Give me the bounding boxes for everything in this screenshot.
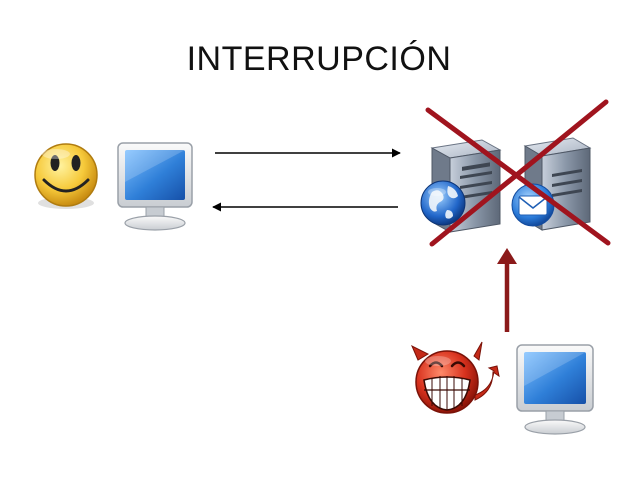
smiley-face-icon <box>34 143 98 209</box>
slide-title: INTERRUPCIÓN <box>186 40 452 78</box>
globe-icon <box>420 180 466 226</box>
attacker-monitor-icon <box>516 344 594 435</box>
red-x-icon <box>425 99 611 247</box>
user-monitor-icon <box>117 142 193 231</box>
attack-arrow <box>497 248 517 332</box>
devil-face-icon <box>411 341 500 414</box>
